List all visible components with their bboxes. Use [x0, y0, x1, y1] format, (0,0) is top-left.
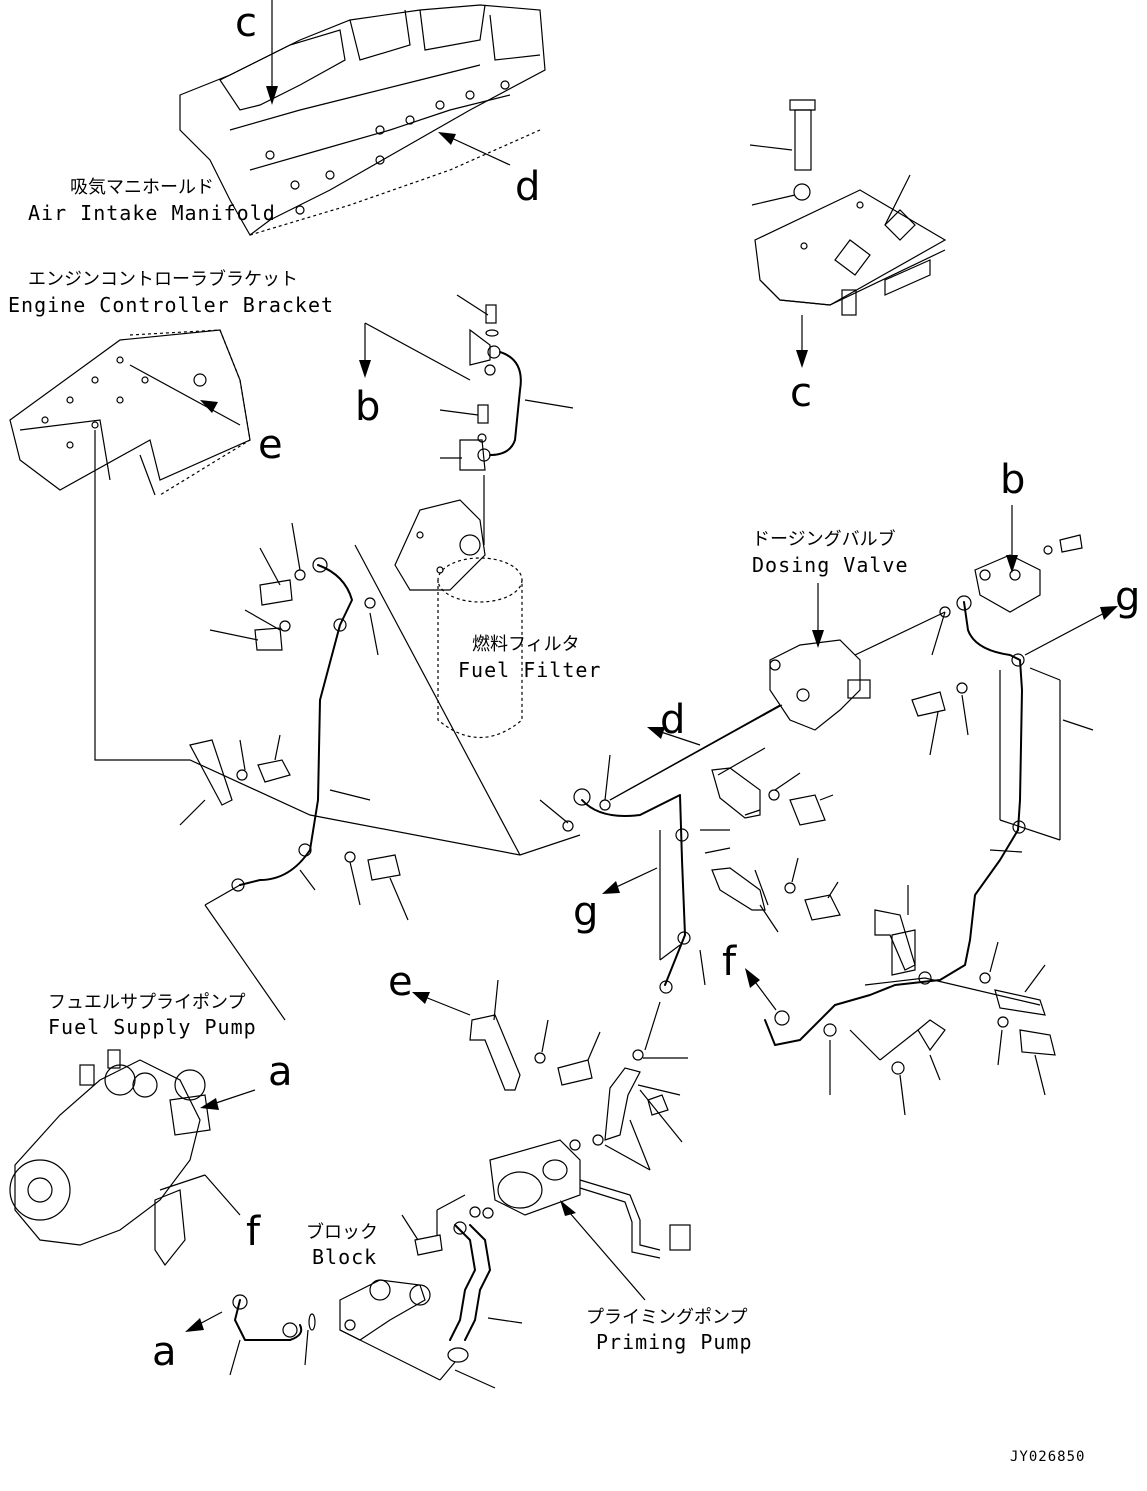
ref-e-center: e [388, 959, 413, 1005]
block-pipe [232, 1294, 316, 1341]
fuel-filter-drawing [394, 499, 523, 738]
hose-segment [414, 1206, 494, 1363]
ref-d-top: d [515, 164, 540, 210]
center-vertical-pipe [562, 788, 691, 1146]
priming-pump-label-jp: プライミングポンプ [586, 1307, 747, 1328]
center-brackets [711, 767, 841, 921]
block-label-en: Block [312, 1245, 377, 1269]
priming-pump-drawing [489, 1139, 691, 1259]
fuel-filter-label-jp: 燃料フィルタ [472, 634, 580, 655]
ref-d-center: d [660, 697, 685, 743]
ref-f-right: f [722, 939, 737, 985]
small-tube-assembly [459, 304, 522, 545]
controller-plate-drawing [754, 99, 947, 316]
right-fuel-line [764, 595, 1026, 1046]
ref-g-right: g [1115, 574, 1140, 620]
left-fuel-line [231, 557, 376, 892]
ref-b-left: b [355, 384, 380, 430]
b-fitting-right [974, 534, 1083, 613]
air-intake-manifold-drawing [179, 4, 546, 236]
ref-a-pump: a [268, 1049, 293, 1095]
engine-controller-bracket-label-jp: エンジンコントローラブラケット [28, 268, 298, 290]
dosing-valve-drawing [769, 639, 871, 731]
fuel-filter-label-en: Fuel Filter [458, 658, 601, 682]
drawing-code: JY026850 [1010, 1449, 1085, 1465]
fuel-supply-pump-label-en: Fuel Supply Pump [48, 1015, 257, 1039]
dosing-valve-label-en: Dosing Valve [752, 553, 909, 577]
dosing-valve-label-jp: ドージングバルブ [752, 528, 896, 550]
e-bracket [469, 1014, 593, 1091]
right-brackets [874, 909, 1056, 1075]
engine-controller-bracket-label-en: Engine Controller Bracket [8, 293, 334, 317]
ref-c-top: c [235, 0, 257, 46]
ref-c-plate: c [790, 370, 812, 416]
ref-a-block: a [152, 1329, 177, 1375]
fuel-supply-pump-drawing [9, 1049, 211, 1267]
priming-pump-label-en: Priming Pump [596, 1330, 753, 1354]
fuel-supply-pump-label-jp: フュエルサプライポンプ [48, 992, 245, 1013]
left-bracket [189, 739, 291, 806]
engine-controller-bracket-drawing [9, 329, 251, 496]
block-label-jp: ブロック [306, 1221, 378, 1243]
air-intake-manifold-label-en: Air Intake Manifold [28, 201, 276, 225]
ref-f-pump: f [246, 1209, 261, 1255]
ref-e-bracket: e [258, 422, 283, 468]
air-intake-manifold-label-jp: 吸気マニホールド [70, 177, 214, 198]
ref-g-center: g [573, 889, 598, 935]
block-drawing [339, 1279, 431, 1341]
ref-b-right: b [1000, 457, 1025, 503]
